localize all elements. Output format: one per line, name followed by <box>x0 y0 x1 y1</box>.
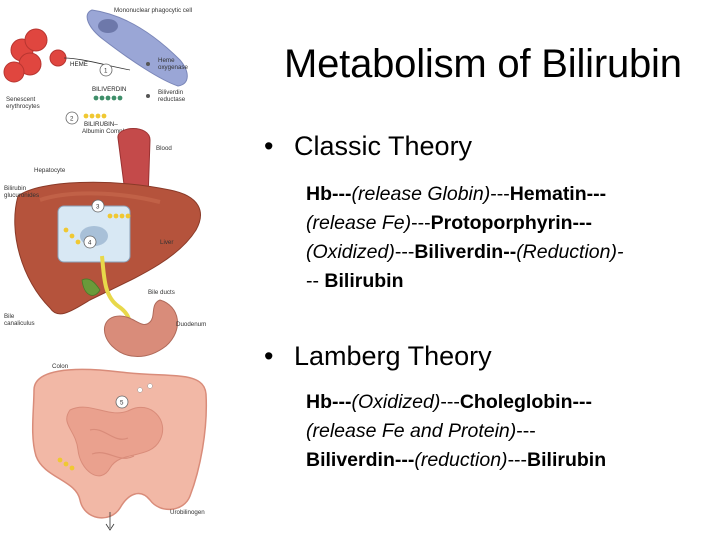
slide-title: Metabolism of Bilirubin <box>284 42 682 86</box>
body-line: Biliverdin---(reduction)---Bilirubin <box>306 446 716 475</box>
text-run: Hematin--- <box>509 183 607 205</box>
text-run: Hb--- <box>306 391 352 413</box>
text-run: (Oxidized) <box>351 391 441 413</box>
text-run: Biliverdin--- <box>306 449 415 471</box>
text-run: (release Fe) <box>306 212 412 234</box>
lamberg-theory-body: Hb---(Oxidized)---Choleglobin--- (releas… <box>306 388 716 475</box>
bullet-lamberg-theory: • Lamberg Theory <box>264 341 724 372</box>
text-run: --- <box>490 183 510 205</box>
mononuclear-label: Mononuclear phagocytic cell <box>114 7 192 14</box>
body-line: -- Bilirubin <box>306 267 716 296</box>
bile-canaliculus-label-2: canaliculus <box>4 320 35 327</box>
section-heading: Lamberg Theory <box>294 341 492 371</box>
body-line: (release Fe)---Protoporphyrin--- <box>306 209 716 238</box>
body-line: (release Fe and Protein)--- <box>306 417 716 446</box>
senescent-label-2: erythrocytes <box>6 103 40 110</box>
text-run: -- <box>306 270 325 292</box>
colon-bilirubin-molecules <box>57 383 153 471</box>
step1-label: 1 <box>104 68 108 75</box>
step5-label: 5 <box>120 400 124 407</box>
duodenum <box>104 299 178 357</box>
biliverdin-molecules <box>93 95 123 101</box>
liver-bilirubin-molecules <box>63 213 131 245</box>
bullet-glyph: • <box>264 341 274 371</box>
bullet-glyph: • <box>264 131 274 161</box>
step3-label: 3 <box>96 204 100 211</box>
bilirubin-albumin-label-1: BILIRUBIN– <box>84 121 118 128</box>
body-line: Hb---(Oxidized)---Choleglobin--- <box>306 388 716 417</box>
text-run: (Oxidized) <box>306 241 395 263</box>
text-run: Bilirubin <box>324 270 404 292</box>
bullet-classic-theory: • Classic Theory <box>264 131 724 162</box>
classic-theory-body: Hb---(release Globin)---Hematin--- (rele… <box>306 180 716 296</box>
body-line: (Oxidized)---Biliverdin--(Reduction)- <box>306 238 716 267</box>
biliverdin-reductase-label-1: Biliverdin <box>158 89 184 96</box>
colon-label: Colon <box>52 363 69 370</box>
text-run: --- <box>411 212 431 234</box>
step2-label: 2 <box>70 116 74 123</box>
heme-oxygenase-label-1: Heme <box>158 57 175 64</box>
senescent-label-1: Senescent <box>6 96 36 103</box>
biliverdin-label: BILIVERDIN <box>92 86 126 93</box>
text-run: (release Fe and Protein) <box>306 420 517 442</box>
bilirubin-molecules <box>83 113 107 119</box>
blood-label: Blood <box>156 145 172 152</box>
biliverdin-reductase-label-2: reductase <box>158 96 186 103</box>
text-run: Protoporphyrin--- <box>430 212 592 234</box>
duodenum-label: Duodenum <box>176 321 206 328</box>
bilirubin-metabolism-diagram: Senescent erythrocytes Mononuclear phago… <box>0 0 262 546</box>
section-heading: Classic Theory <box>294 131 473 161</box>
text-run: Choleglobin--- <box>459 391 592 413</box>
text-run: (release Globin) <box>351 183 491 205</box>
bilirubin-glucuronides-label-1: Bilirubin <box>4 185 27 192</box>
text-run: (Reduction)- <box>516 241 624 263</box>
text-run: --- <box>440 391 460 413</box>
bile-canaliculus-label-1: Bile <box>4 313 15 320</box>
text-run: Hb <box>306 183 332 205</box>
liver-label: Liver <box>160 239 173 246</box>
text-run: --- <box>394 241 415 263</box>
heme-label: HEME <box>70 61 88 68</box>
urobilinogen-label: Urobilinogen <box>170 509 205 516</box>
body-line: Hb---(release Globin)---Hematin--- <box>306 180 716 209</box>
bile-ducts-label: Bile ducts <box>148 289 175 296</box>
bilirubin-albumin-label-2: Albumin Complex <box>82 128 131 135</box>
hepatocyte-label: Hepatocyte <box>34 167 66 174</box>
text-run: --- <box>332 183 352 205</box>
text-run: --- <box>507 449 528 471</box>
text-run: (reduction) <box>414 449 508 471</box>
text-run: Biliverdin-- <box>414 241 517 263</box>
text-run: Bilirubin <box>527 449 607 471</box>
diagram-svg: Senescent erythrocytes Mononuclear phago… <box>3 7 208 531</box>
step4-label: 4 <box>88 240 92 247</box>
bilirubin-glucuronides-label-2: glucuronides <box>4 192 39 199</box>
senescent-erythrocytes <box>3 28 67 83</box>
heme-oxygenase-label-2: oxygenase <box>158 64 188 71</box>
text-run: --- <box>516 420 536 442</box>
